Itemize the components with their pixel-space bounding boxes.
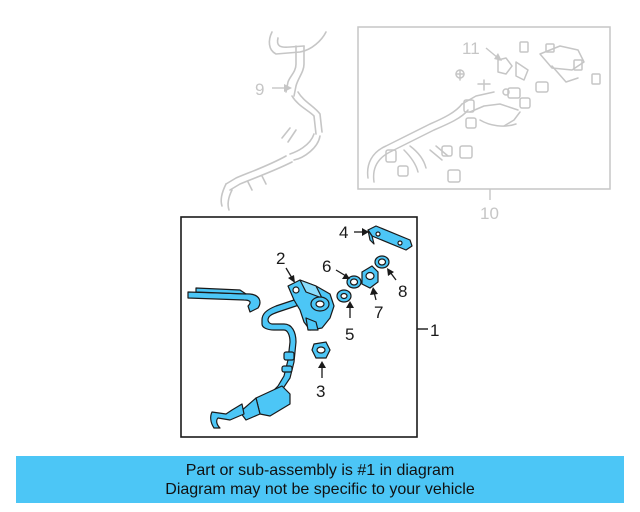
inset-box-10 <box>357 26 611 190</box>
part-2-housing <box>287 279 335 331</box>
callout-3-arrowhead <box>318 361 326 368</box>
callout-11-arrowhead <box>494 53 502 61</box>
callout-7-arrowhead <box>370 287 378 295</box>
callout-6-arrowhead <box>342 273 350 279</box>
banner-line-2: Diagram may not be specific to your vehi… <box>165 481 475 498</box>
callout-5-arrowhead <box>346 301 354 308</box>
part-8-seal <box>374 255 390 269</box>
assembly-box-1 <box>180 216 418 438</box>
callout-5: 5 <box>345 325 354 344</box>
callout-2-leader <box>285 267 293 279</box>
callout-2: 2 <box>276 249 285 268</box>
part-3-grommet <box>311 341 331 359</box>
callout-2-arrowhead <box>288 275 295 283</box>
ghost-hose-assembly-9 <box>220 31 327 211</box>
banner-line-1: Part or sub-assembly is #1 in diagram <box>185 462 455 479</box>
callout-4: 4 <box>339 223 348 242</box>
info-banner: Part or sub-assembly is #1 in diagram Di… <box>16 456 624 503</box>
part-7-collar <box>361 265 379 289</box>
part-4-bracket <box>367 225 413 251</box>
callout-1: 1 <box>430 321 439 340</box>
lower-line-assembly <box>210 295 309 429</box>
callout-4-arrowhead <box>362 228 369 236</box>
callout-9-arrowhead <box>284 84 292 92</box>
upper-pipe <box>187 287 261 313</box>
ghost-hose-assembly-10 <box>366 41 601 183</box>
callout-8: 8 <box>398 282 407 301</box>
callout-7: 7 <box>374 303 383 322</box>
callout-10: 10 <box>480 204 499 223</box>
callout-6: 6 <box>322 257 331 276</box>
part-5-fitting <box>336 289 352 303</box>
callout-8-arrowhead <box>387 268 394 276</box>
callout-9: 9 <box>255 80 264 99</box>
callout-6-leader <box>335 269 347 277</box>
callout-11: 11 <box>462 39 480 58</box>
callout-3: 3 <box>316 382 325 401</box>
part-6-oring <box>346 275 362 289</box>
